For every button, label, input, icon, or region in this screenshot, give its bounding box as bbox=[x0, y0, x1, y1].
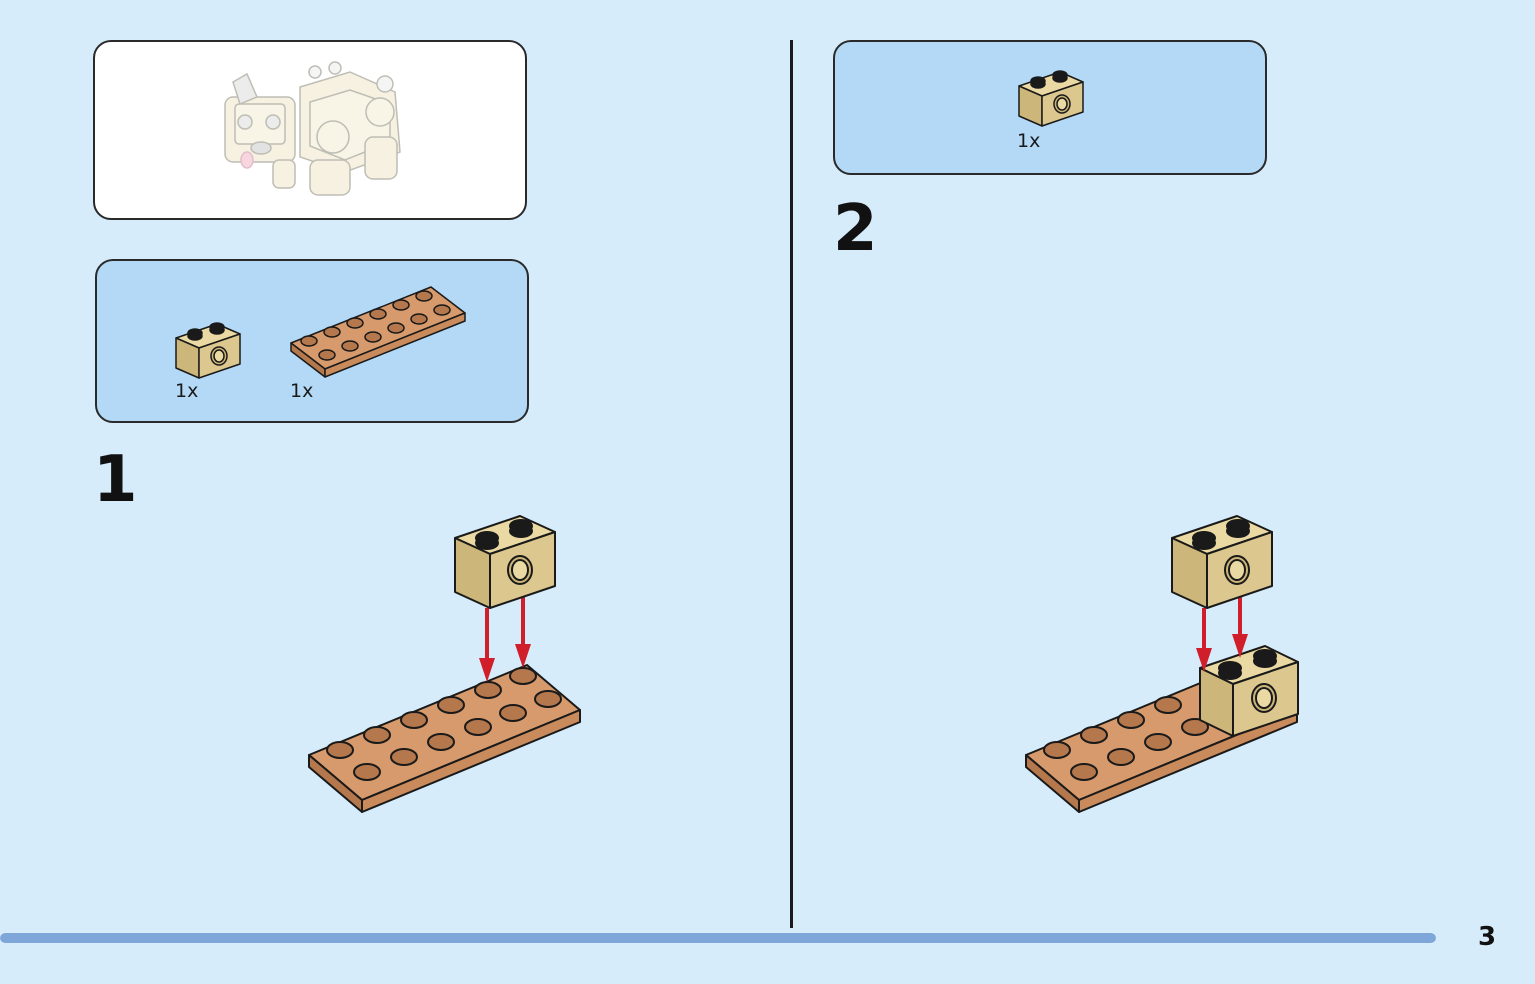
instruction-progress-bar bbox=[0, 933, 1436, 943]
model-preview-box bbox=[93, 40, 527, 220]
step1-number: 1 bbox=[93, 443, 138, 517]
progress-bar-fill bbox=[0, 933, 1436, 943]
tan-1x2-technic-brick-icon bbox=[175, 322, 241, 379]
step2-part1-quantity: 1x bbox=[1017, 130, 1041, 152]
page-divider bbox=[790, 40, 793, 928]
finished-model-preview-icon bbox=[224, 61, 401, 196]
step2-number: 2 bbox=[833, 192, 878, 266]
step1-part2-quantity: 1x bbox=[290, 380, 314, 402]
step1-part1-quantity: 1x bbox=[175, 380, 199, 402]
step2-parts-box: 1x bbox=[833, 40, 1267, 175]
step1-assembly-illustration bbox=[308, 515, 581, 813]
tan-1x2-technic-brick-icon bbox=[1018, 70, 1084, 127]
step2-assembly-illustration bbox=[1025, 515, 1299, 813]
step1-parts-box: 1x 1x bbox=[95, 259, 529, 423]
page-number: 3 bbox=[1478, 922, 1497, 952]
brown-2x6-plate-icon bbox=[290, 286, 466, 378]
